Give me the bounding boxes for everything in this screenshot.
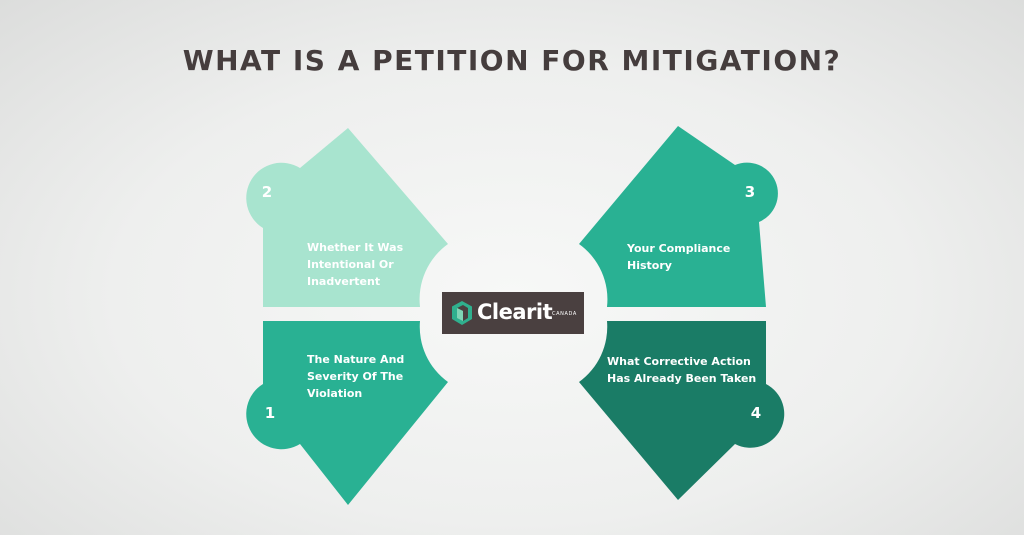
piece-1-label: The Nature And Severity Of The Violation: [307, 353, 408, 400]
piece-3-label-line-2: History: [627, 259, 672, 272]
piece-3-label: Your Compliance History: [626, 242, 734, 272]
piece-2-number: 2: [262, 183, 272, 201]
piece-4-label-line-1: What Corrective Action: [607, 355, 751, 368]
page-title: WHAT IS A PETITION FOR MITIGATION?: [182, 44, 842, 77]
logo-sub-text: CANADA: [552, 311, 577, 317]
piece-2-label-line-2: Intentional Or: [307, 258, 394, 271]
piece-2-shape: [246, 128, 448, 307]
piece-2-label-line-1: Whether It Was: [307, 241, 404, 254]
clearit-logo: Clearit CANADA: [442, 292, 584, 334]
piece-2-label: Whether It Was Intentional Or Inadverten…: [307, 241, 407, 288]
piece-3-number: 3: [745, 183, 755, 201]
piece-4-label-line-2: Has Already Been Taken: [607, 372, 756, 385]
piece-2: 2 Whether It Was Intentional Or Inadvert…: [246, 128, 448, 307]
piece-4-label: What Corrective Action Has Already Been …: [607, 355, 756, 385]
piece-3-shape: [579, 126, 778, 307]
piece-4: 4 What Corrective Action Has Already Bee…: [579, 321, 785, 500]
piece-1: 1 The Nature And Severity Of The Violati…: [246, 321, 448, 505]
piece-1-label-line-2: Severity Of The: [307, 370, 403, 383]
piece-1-label-line-3: Violation: [307, 387, 362, 400]
piece-1-number: 1: [265, 404, 275, 422]
piece-3: 3 Your Compliance History: [579, 126, 778, 307]
piece-1-label-line-1: The Nature And: [307, 353, 404, 366]
piece-4-shape: [579, 321, 785, 500]
clearit-mark-icon: [452, 301, 472, 325]
piece-3-label-line-1: Your Compliance: [626, 242, 730, 255]
piece-4-number: 4: [751, 404, 761, 422]
piece-2-label-line-3: Inadvertent: [307, 275, 380, 288]
logo-brand-text: Clearit: [477, 300, 553, 324]
piece-1-shape: [246, 321, 448, 505]
